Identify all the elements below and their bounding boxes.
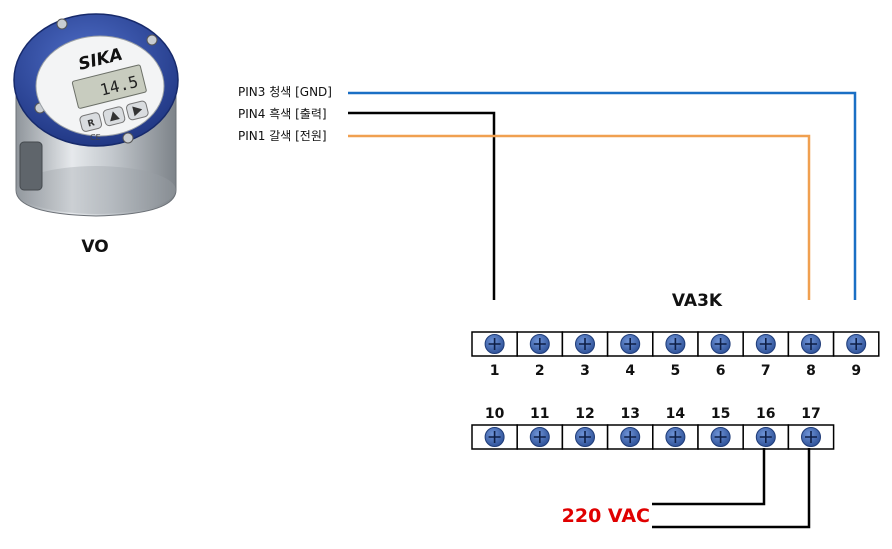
screw-cross-icon	[805, 338, 817, 350]
brown-wire-power	[348, 134, 811, 300]
terminal-number: 17	[801, 406, 820, 422]
screw-cross-icon	[759, 338, 772, 350]
screw-cross-icon	[533, 431, 546, 443]
terminal-number: 5	[671, 363, 681, 379]
screw-cross-icon	[805, 431, 817, 443]
terminal-number: 10	[485, 406, 505, 422]
terminal-number: 14	[666, 406, 686, 422]
screw-cross-icon	[533, 338, 546, 350]
screw-cross-icon	[488, 338, 501, 350]
pin3-label: PIN3 청색 [GND]	[238, 85, 332, 99]
blue-wire-gnd	[348, 91, 857, 300]
power-supply-label: 220 VAC	[562, 505, 650, 527]
reset-button-label: R	[87, 118, 96, 129]
screw-cross-icon	[850, 338, 863, 350]
screw-cross-icon	[488, 431, 501, 443]
lcd-display: 14.5	[71, 64, 147, 109]
power-wire-16	[652, 448, 766, 506]
screw-cross-icon	[714, 431, 727, 443]
device-label: VO	[81, 237, 108, 257]
sensor-buttons: R	[79, 100, 149, 132]
terminal-number: 12	[575, 406, 594, 422]
terminal-number: 7	[761, 363, 771, 379]
pin4-label: PIN4 흑색 [출력]	[238, 107, 327, 121]
reset-button[interactable]	[79, 112, 103, 132]
housing-bolt	[56, 18, 68, 30]
terminal-number: 4	[625, 363, 635, 379]
terminal-number: 13	[620, 406, 639, 422]
terminal-number: 11	[530, 406, 549, 422]
terminal-number: 8	[806, 363, 816, 379]
play-arrow-icon	[132, 106, 143, 117]
terminal-number: 15	[711, 406, 730, 422]
terminal-number: 16	[756, 406, 775, 422]
screw-cross-icon	[759, 431, 772, 443]
up-arrow-icon	[110, 111, 120, 122]
terminal-row-bottom: 10 11 12 13 14 15 16 17	[471, 406, 835, 450]
power-wire-17	[652, 448, 811, 529]
housing-bolt	[122, 132, 134, 144]
sensor-side-port	[19, 141, 43, 191]
screw-cross-icon	[579, 431, 591, 443]
terminal-number: 9	[851, 363, 861, 379]
terminal-number: 1	[490, 363, 500, 379]
screw-cross-icon	[714, 338, 727, 350]
screw-cross-icon	[624, 431, 637, 443]
terminal-number: 6	[716, 363, 726, 379]
screw-cross-icon	[669, 431, 682, 443]
black-wire-output	[348, 111, 496, 300]
terminal-number: 2	[535, 363, 545, 379]
terminal-row-top: 1 2 3 4 5 6 7 8 9	[471, 331, 880, 379]
sensor-body-bottom	[16, 166, 176, 214]
screw-cross-icon	[669, 338, 682, 350]
ce-mark-icon: CE	[90, 133, 101, 142]
terminal-block-label: VA3K	[672, 291, 723, 311]
pin1-label: PIN1 갈색 [전원]	[238, 129, 327, 143]
screw-cross-icon	[579, 338, 591, 350]
terminal-number: 3	[580, 363, 590, 379]
screw-cross-icon	[624, 338, 637, 350]
flow-sensor-device: SIKA 14.5 R CE	[13, 13, 179, 217]
housing-bolt	[146, 34, 158, 46]
